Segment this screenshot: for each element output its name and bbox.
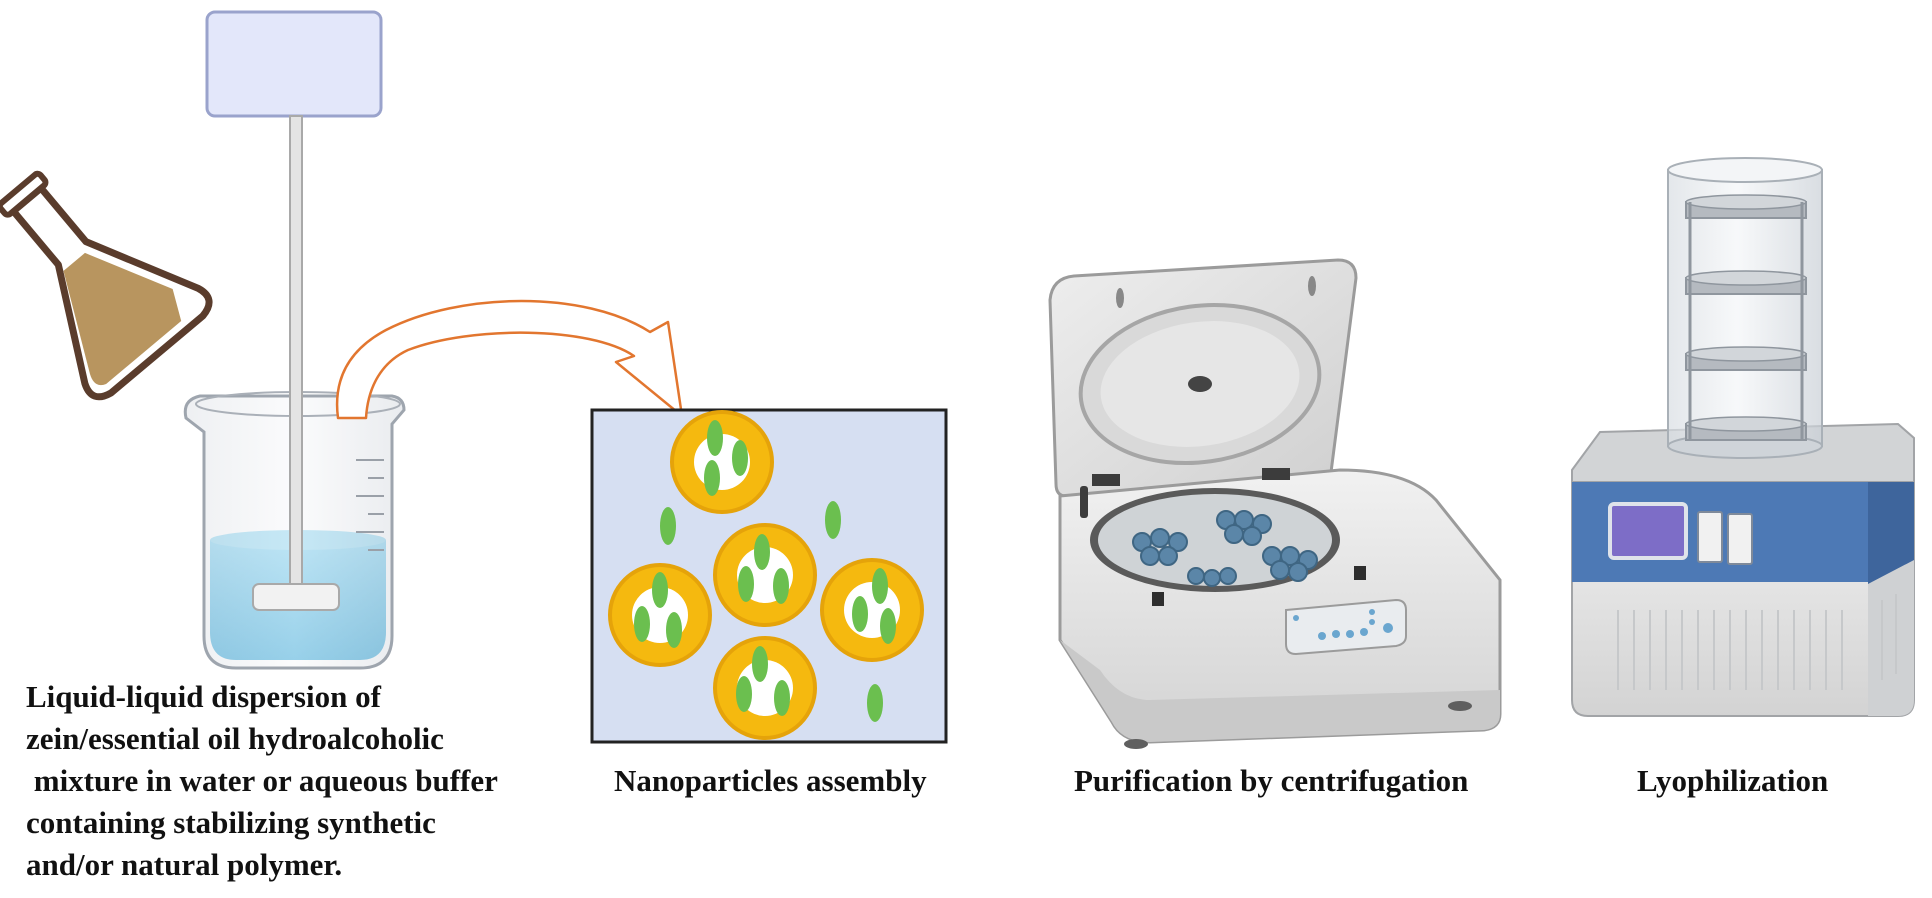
oil-droplet-icon — [825, 501, 841, 539]
flask-icon — [0, 170, 213, 401]
centrifugation-caption: Purification by centrifugation — [1074, 763, 1469, 798]
oil-droplet-icon — [867, 684, 883, 722]
freeze-dryer-icon — [1571, 157, 1915, 717]
nanoparticle-icon — [670, 410, 774, 514]
nanoparticle-icon — [820, 558, 924, 662]
dispersion-caption: Liquid-liquid dispersion of zein/essentia… — [26, 676, 498, 886]
dispersion-caption-line: mixture in water or aqueous buffer — [26, 763, 498, 798]
lyophilization-caption: Lyophilization — [1637, 763, 1829, 798]
stirrer-shaft — [289, 115, 303, 589]
oil-droplet-icon — [660, 507, 676, 545]
centrifuge-icon — [1048, 258, 1502, 749]
step-assembly — [590, 408, 948, 744]
stirrer-paddle — [252, 583, 340, 611]
assembly-caption: Nanoparticles assembly — [614, 763, 927, 798]
dispersion-caption-line: zein/essential oil hydroalcoholic — [26, 721, 444, 756]
dispersion-caption-line: containing stabilizing synthetic — [26, 805, 436, 840]
dispersion-caption-line: and/or natural polymer. — [26, 847, 343, 882]
nanoparticle-icon — [713, 523, 817, 627]
nanoparticle-icon — [608, 563, 712, 667]
dispersion-caption-line: Liquid-liquid dispersion of — [26, 679, 381, 714]
step-dispersion — [0, 10, 684, 670]
nanoparticle-icon — [713, 636, 817, 740]
process-arrow — [335, 299, 684, 420]
stirrer-icon — [205, 10, 383, 118]
